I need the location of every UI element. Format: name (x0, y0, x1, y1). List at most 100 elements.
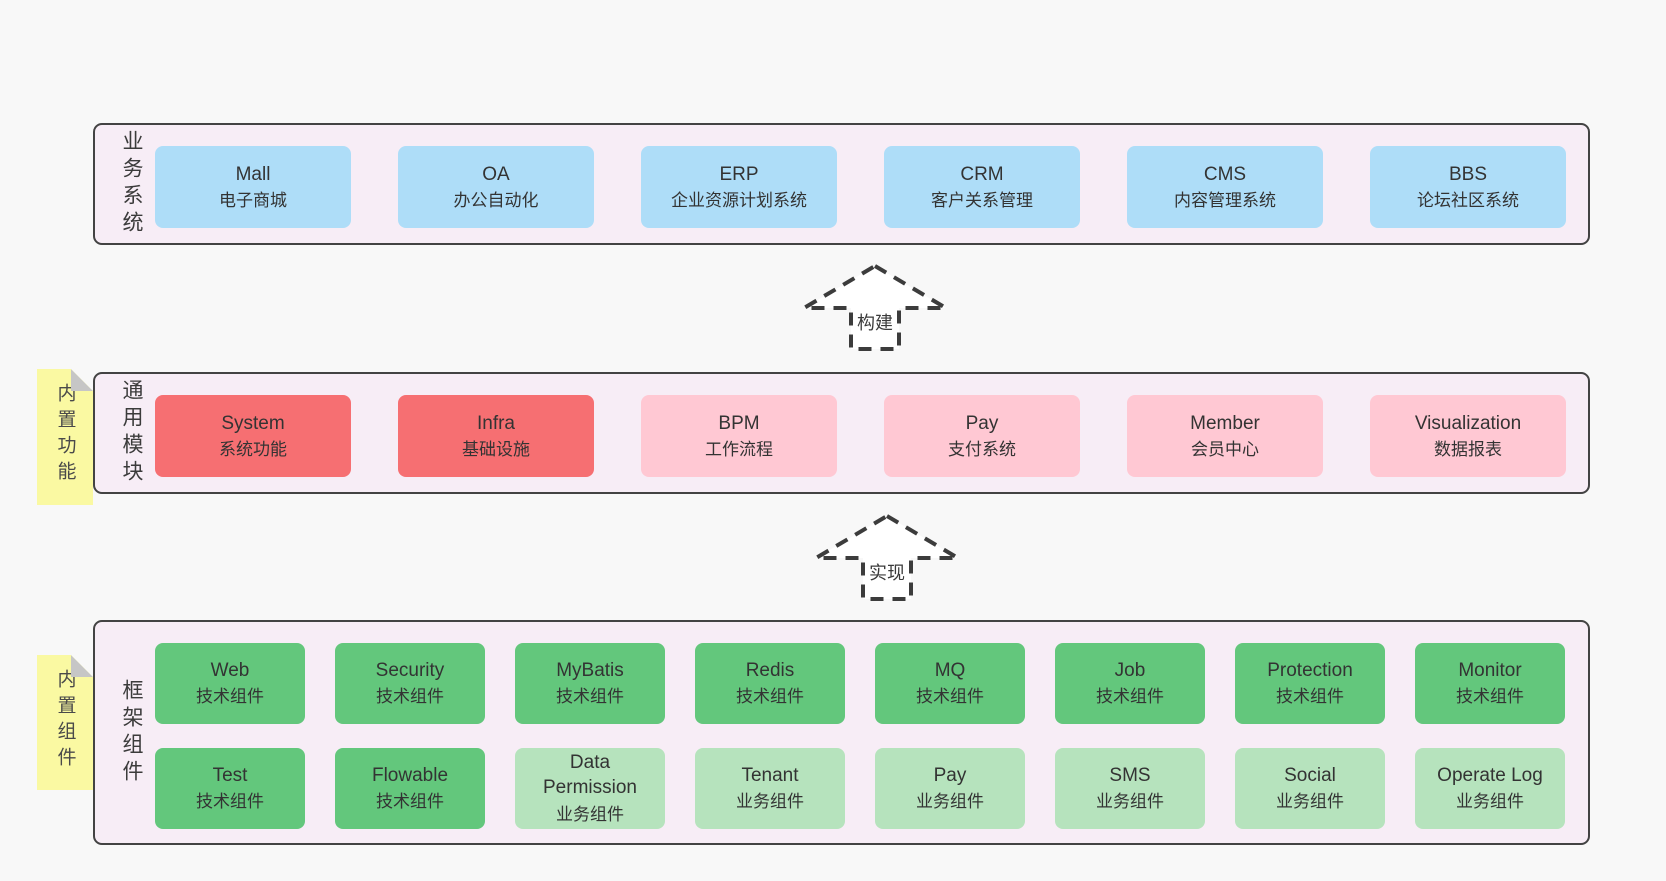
box-title: Protection (1267, 659, 1353, 681)
box-monitor: Monitor 技术组件 (1415, 642, 1565, 724)
box-title: Infra (476, 412, 516, 434)
box-subtitle: 业务组件 (556, 805, 624, 825)
box-title: Data Permission (543, 751, 637, 799)
box-visualization: Visualization 数据报表 (1370, 395, 1566, 477)
builtin-features-tag: 内置功能 (37, 369, 93, 505)
box-subtitle: 论坛社区系统 (1417, 191, 1519, 211)
box-title: BBS (1448, 163, 1488, 185)
box-flowable: Flowable 技术组件 (335, 747, 485, 829)
box-subtitle: 支付系统 (948, 440, 1016, 460)
box-member: Member 会员中心 (1127, 395, 1323, 477)
box-title: BPM (718, 412, 760, 434)
box-title: Pay (965, 412, 999, 434)
box-subtitle: 工作流程 (705, 440, 773, 460)
box-title: ERP (719, 163, 759, 185)
box-subtitle: 系统功能 (219, 440, 287, 460)
box-subtitle: 技术组件 (376, 792, 444, 812)
box-protection: Protection 技术组件 (1235, 642, 1385, 724)
framework-components-panel: 框架组件 Web 技术组件 Security 技术组件 MyBatis 技术组件… (93, 620, 1590, 845)
box-subtitle: 办公自动化 (453, 191, 539, 211)
box-title: Social (1284, 764, 1336, 786)
box-subtitle: 电子商城 (219, 191, 287, 211)
box-subtitle: 技术组件 (1456, 687, 1524, 707)
up-arrow-shape (800, 263, 950, 351)
box-subtitle: 业务组件 (1276, 792, 1344, 812)
box-subtitle: 技术组件 (196, 792, 264, 812)
box-title: MQ (934, 659, 966, 681)
implement-arrow: 实现 (812, 512, 962, 602)
box-subtitle: 企业资源计划系统 (671, 191, 807, 211)
box-title: Job (1114, 659, 1146, 681)
box-title: Pay (933, 764, 967, 786)
box-bpm: BPM 工作流程 (641, 395, 837, 477)
box-cms: CMS 内容管理系统 (1127, 146, 1323, 228)
box-infra: Infra 基础设施 (398, 395, 594, 477)
common-modules-panel: 通用模块 System 系统功能 Infra 基础设施 BPM 工作流程 Pay… (93, 372, 1590, 494)
box-social: Social 业务组件 (1235, 747, 1385, 829)
box-erp: ERP 企业资源计划系统 (641, 146, 837, 228)
folded-corner-icon (71, 655, 93, 677)
box-title: Test (212, 764, 248, 786)
box-system: System 系统功能 (155, 395, 351, 477)
box-title: OA (482, 163, 510, 185)
box-title: SMS (1109, 764, 1151, 786)
box-title: MyBatis (556, 659, 624, 681)
box-test: Test 技术组件 (155, 747, 305, 829)
box-title: Security (375, 659, 445, 681)
box-crm: CRM 客户关系管理 (884, 146, 1080, 228)
box-redis: Redis 技术组件 (695, 642, 845, 724)
box-subtitle: 基础设施 (462, 440, 530, 460)
business-systems-panel: 业务系统 Mall 电子商城 OA 办公自动化 ERP 企业资源计划系统 CRM… (93, 123, 1590, 245)
common-modules-row: System 系统功能 Infra 基础设施 BPM 工作流程 Pay 支付系统… (155, 395, 1566, 477)
box-subtitle: 业务组件 (916, 792, 984, 812)
box-title: Operate Log (1437, 764, 1543, 786)
box-subtitle: 数据报表 (1434, 440, 1502, 460)
box-title: Web (210, 659, 250, 681)
box-tenant: Tenant 业务组件 (695, 747, 845, 829)
box-subtitle: 会员中心 (1191, 440, 1259, 460)
box-subtitle: 技术组件 (196, 687, 264, 707)
box-subtitle: 业务组件 (1456, 792, 1524, 812)
box-pay-system: Pay 支付系统 (884, 395, 1080, 477)
business-systems-row: Mall 电子商城 OA 办公自动化 ERP 企业资源计划系统 CRM 客户关系… (155, 146, 1566, 228)
box-data-permission: Data Permission 业务组件 (515, 747, 665, 829)
box-sms: SMS 业务组件 (1055, 747, 1205, 829)
box-subtitle: 技术组件 (556, 687, 624, 707)
box-mq: MQ 技术组件 (875, 642, 1025, 724)
box-subtitle: 业务组件 (736, 792, 804, 812)
box-title: Tenant (741, 764, 799, 786)
box-mybatis: MyBatis 技术组件 (515, 642, 665, 724)
builtin-components-tag-label: 内置组件 (54, 669, 76, 773)
builtin-components-tag: 内置组件 (37, 655, 93, 790)
up-arrow-shape (812, 513, 962, 601)
box-subtitle: 技术组件 (736, 687, 804, 707)
box-pay-component: Pay 业务组件 (875, 747, 1025, 829)
framework-components-label: 框架组件 (120, 678, 143, 787)
box-title: Visualization (1414, 412, 1522, 434)
box-subtitle: 内容管理系统 (1174, 191, 1276, 211)
box-subtitle: 技术组件 (376, 687, 444, 707)
box-title: Member (1190, 412, 1260, 434)
framework-row-1: Web 技术组件 Security 技术组件 MyBatis 技术组件 Redi… (155, 642, 1565, 724)
box-subtitle: 客户关系管理 (931, 191, 1033, 211)
box-title: CRM (960, 163, 1004, 185)
business-systems-label: 业务系统 (120, 130, 143, 238)
box-job: Job 技术组件 (1055, 642, 1205, 724)
box-oa: OA 办公自动化 (398, 146, 594, 228)
box-security: Security 技术组件 (335, 642, 485, 724)
box-subtitle: 技术组件 (1096, 687, 1164, 707)
build-arrow: 构建 (800, 262, 950, 352)
box-title: Redis (745, 659, 795, 681)
framework-row-2: Test 技术组件 Flowable 技术组件 Data Permission … (155, 747, 1565, 829)
builtin-features-tag-label: 内置功能 (54, 383, 76, 487)
common-modules-label: 通用模块 (120, 379, 143, 487)
box-title: Monitor (1458, 659, 1522, 681)
folded-corner-icon (71, 369, 93, 391)
box-title: System (221, 412, 285, 434)
box-subtitle: 业务组件 (1096, 792, 1164, 812)
box-web: Web 技术组件 (155, 642, 305, 724)
build-arrow-label: 构建 (855, 309, 895, 335)
implement-arrow-label: 实现 (867, 559, 907, 585)
box-mall: Mall 电子商城 (155, 146, 351, 228)
box-subtitle: 技术组件 (1276, 687, 1344, 707)
